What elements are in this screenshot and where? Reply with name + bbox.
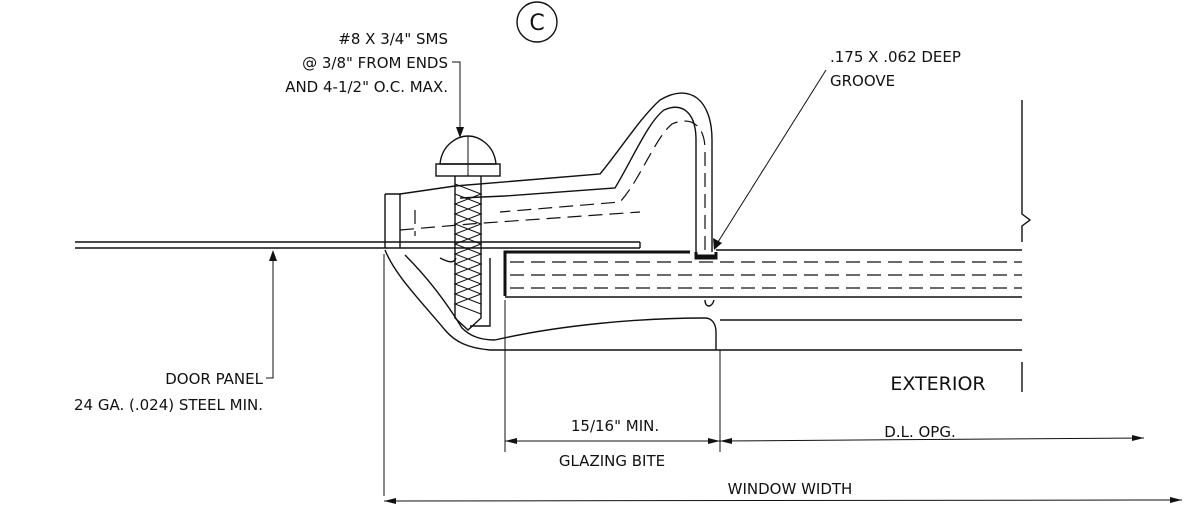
door-callout-line2: 24 GA. (.024) STEEL MIN. <box>74 396 263 414</box>
exterior-label: EXTERIOR <box>890 373 985 395</box>
detail-marker-letter: C <box>529 11 544 36</box>
groove-leader-arrowhead <box>713 238 722 250</box>
door-panel-callout: DOOR PANEL 24 GA. (.024) STEEL MIN. <box>74 250 277 414</box>
screw-leader-line <box>452 61 461 132</box>
window-width-dimension: WINDOW WIDTH <box>383 480 1183 504</box>
door-panel <box>75 241 641 249</box>
glazing-bite-dimension: 15/16" MIN. GLAZING BITE <box>505 417 720 470</box>
door-callout-line1: DOOR PANEL <box>165 370 263 388</box>
door-leader-line <box>266 258 274 379</box>
window-width-label: WINDOW WIDTH <box>728 480 853 498</box>
door-leader-arrowhead <box>269 250 277 261</box>
break-line <box>1021 100 1032 392</box>
detail-marker: C <box>516 1 558 43</box>
screw-callout-line2: @ 3/8" FROM ENDS <box>302 54 448 72</box>
glazing-bite-value: 15/16" MIN. <box>571 417 659 435</box>
screw <box>435 135 501 331</box>
extension-lines <box>383 254 721 496</box>
groove-callout-line1: .175 X .062 DEEP <box>830 48 961 66</box>
groove-callout: .175 X .062 DEEP GROOVE <box>713 48 961 250</box>
screw-leader-arrowhead <box>456 127 464 138</box>
glazing-bite-label: GLAZING BITE <box>559 452 665 470</box>
glass-lite <box>503 249 1022 298</box>
daylight-opening-label: D.L. OPG. <box>884 423 955 441</box>
daylight-opening-dimension: D.L. OPG. <box>719 423 1145 444</box>
screw-callout: #8 X 3/4" SMS @ 3/8" FROM ENDS AND 4-1/2… <box>285 30 464 138</box>
screw-callout-line1: #8 X 3/4" SMS <box>338 30 448 48</box>
groove-callout-line2: GROOVE <box>830 72 895 90</box>
frame-profile <box>384 193 1022 351</box>
groove-leader-line <box>717 69 827 243</box>
glazing-stop <box>399 92 713 252</box>
screw-callout-line3: AND 4-1/2" O.C. MAX. <box>285 78 448 96</box>
